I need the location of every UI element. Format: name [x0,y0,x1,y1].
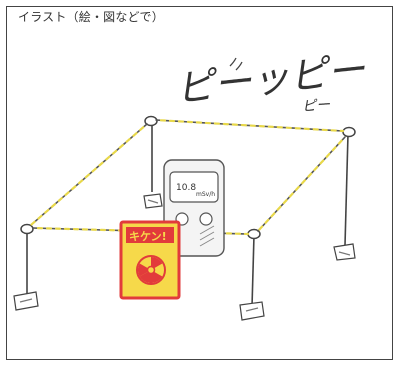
illustration-label: イラスト（絵・図などで） [18,10,164,24]
meter-display [169,171,219,203]
pole-cap-back-right [342,126,356,138]
meter-unit: mSv/h [196,191,215,198]
illustration-frame [6,6,393,360]
pole-back-right [344,133,349,246]
pole-cap-front-left [20,223,34,235]
beep-marks [229,57,243,71]
sign-text: キケン! [129,230,167,243]
pole-front-right [251,234,255,308]
pole-base-front-right [239,301,265,321]
pole-base-back-right [333,243,356,261]
meter-button-2 [199,212,213,226]
danger-sign: キケン! [119,220,181,300]
sign-header [126,227,174,243]
poles [26,122,349,308]
radiation-symbol-icon [136,255,166,285]
pole-caps [20,115,356,240]
meter-speaker-lines [199,225,215,247]
meter-reading: 10.8 [176,183,196,193]
pole-bases [13,193,356,321]
pole-cap-back-left [144,115,158,127]
